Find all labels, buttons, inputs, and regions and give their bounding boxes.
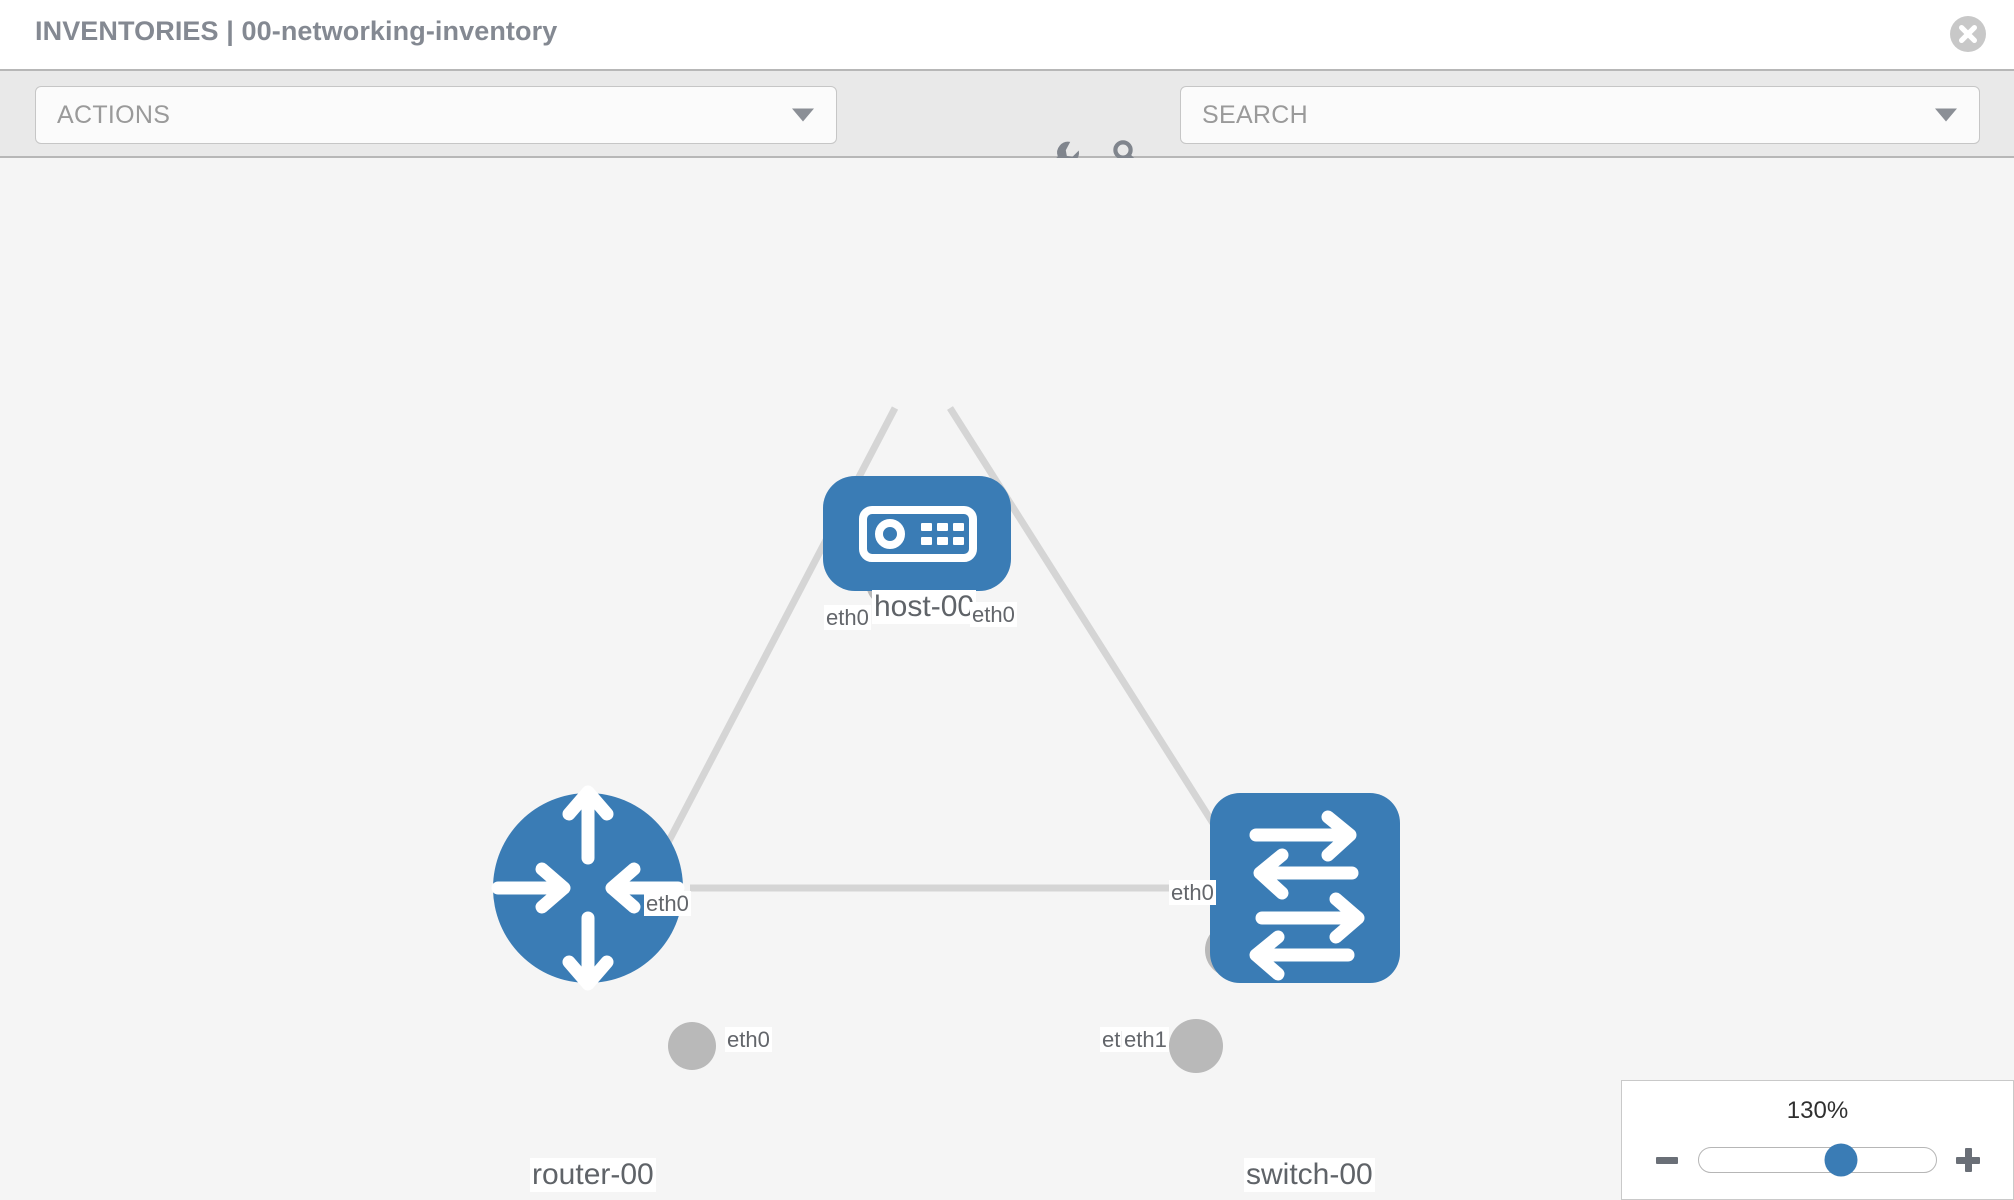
node-label-router-00: router-00 xyxy=(530,1158,656,1192)
node-label-host-00: host-00 xyxy=(872,590,977,624)
zoom-slider-row xyxy=(1622,1139,2013,1181)
iface-label-router-upper: eth0 xyxy=(644,891,691,917)
close-icon[interactable] xyxy=(1949,15,1987,53)
node-label-switch-00: switch-00 xyxy=(1244,1158,1375,1192)
port-router-right xyxy=(668,1022,716,1070)
search-placeholder: SEARCH xyxy=(1202,101,1308,129)
node-switch-00 xyxy=(1210,793,1400,983)
plus-icon xyxy=(1956,1148,1980,1172)
iface-label-switch-upper: eth0 xyxy=(1169,880,1216,906)
zoom-slider-thumb[interactable] xyxy=(1824,1143,1858,1177)
zoom-in-button[interactable] xyxy=(1951,1143,1985,1177)
search-input[interactable]: SEARCH xyxy=(1180,86,1980,144)
minus-icon xyxy=(1656,1156,1678,1164)
zoom-slider[interactable] xyxy=(1698,1143,1937,1177)
iface-label-router-right: eth0 xyxy=(725,1027,772,1053)
port-switch-left xyxy=(1169,1019,1223,1073)
topology-canvas[interactable]: eth0 host-00 eth0 eth0 eth0 eth0 eth0 et… xyxy=(0,158,2014,1200)
zoom-percent-label: 130% xyxy=(1786,1097,1849,1124)
zoom-control: 130% xyxy=(1621,1080,2014,1200)
page-header: INVENTORIES | 00-networking-inventory xyxy=(0,0,2014,69)
toolbar: ACTIONS SEARCH xyxy=(0,69,2014,174)
iface-label-host-left: eth0 xyxy=(824,605,871,631)
topology-ports xyxy=(668,559,1259,1073)
actions-dropdown-label: ACTIONS xyxy=(57,101,171,129)
iface-label-switch-left-b: eth1 xyxy=(1122,1027,1169,1053)
link-host-router xyxy=(656,406,899,860)
zoom-out-button[interactable] xyxy=(1650,1143,1684,1177)
node-router-00 xyxy=(491,785,685,991)
chevron-down-icon[interactable] xyxy=(1935,108,1957,122)
node-host-00 xyxy=(823,476,1011,591)
chevron-down-icon xyxy=(792,108,814,122)
actions-dropdown[interactable]: ACTIONS xyxy=(35,86,837,144)
iface-label-host-right: eth0 xyxy=(970,602,1017,628)
link-host-switch xyxy=(947,406,1238,860)
page-title: INVENTORIES | 00-networking-inventory xyxy=(35,16,558,46)
